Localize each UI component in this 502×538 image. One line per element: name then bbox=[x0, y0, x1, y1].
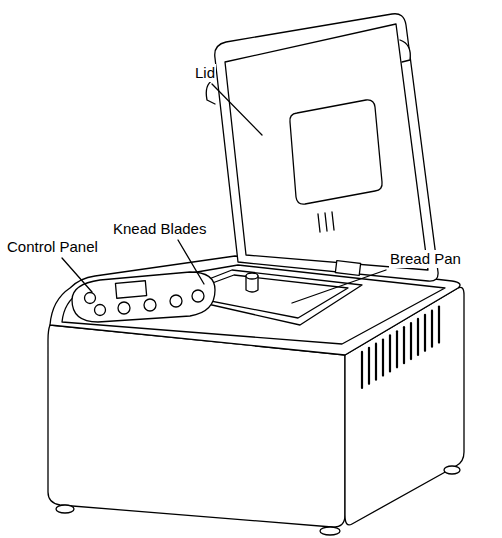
vent-slot bbox=[417, 319, 419, 355]
side-vents bbox=[362, 307, 439, 388]
display bbox=[115, 281, 146, 299]
leader-line bbox=[212, 84, 262, 135]
vent-slot bbox=[410, 323, 412, 359]
lid-slot bbox=[325, 213, 327, 231]
foot bbox=[444, 466, 460, 474]
lid-inner bbox=[225, 24, 428, 270]
leader-line bbox=[292, 270, 386, 303]
vent-slot bbox=[396, 331, 398, 367]
leader-line bbox=[178, 240, 204, 284]
button bbox=[95, 305, 106, 316]
part-label: Knead Blades bbox=[112, 220, 207, 238]
lid-window bbox=[290, 100, 382, 204]
vent-slot bbox=[424, 315, 426, 351]
vent-slot bbox=[375, 344, 377, 380]
button bbox=[118, 302, 130, 314]
vent-slot bbox=[438, 307, 440, 343]
lid-slot bbox=[318, 214, 320, 232]
part-label: Control Panel bbox=[6, 238, 99, 256]
vent-slot bbox=[403, 327, 405, 363]
control-panel bbox=[72, 272, 215, 322]
knead-blade-top bbox=[246, 273, 258, 279]
foot bbox=[56, 505, 74, 513]
hinge bbox=[335, 261, 360, 276]
button bbox=[85, 293, 96, 304]
lid-outer bbox=[215, 14, 438, 281]
button bbox=[144, 299, 156, 311]
vent-slot bbox=[368, 348, 370, 384]
vent-slot bbox=[382, 340, 384, 376]
vent-slot bbox=[431, 311, 433, 347]
button bbox=[170, 295, 182, 307]
vent-slot bbox=[361, 352, 363, 388]
foot bbox=[320, 527, 340, 535]
part-label: Bread Pan bbox=[389, 250, 462, 268]
vent-slot bbox=[389, 335, 391, 371]
lid-slot bbox=[332, 212, 334, 230]
body-front bbox=[48, 325, 345, 527]
leader-line bbox=[62, 258, 92, 292]
lid-handle bbox=[400, 40, 410, 62]
lid-handle bbox=[206, 80, 215, 104]
button bbox=[192, 290, 204, 302]
part-label: Lid bbox=[194, 64, 216, 82]
